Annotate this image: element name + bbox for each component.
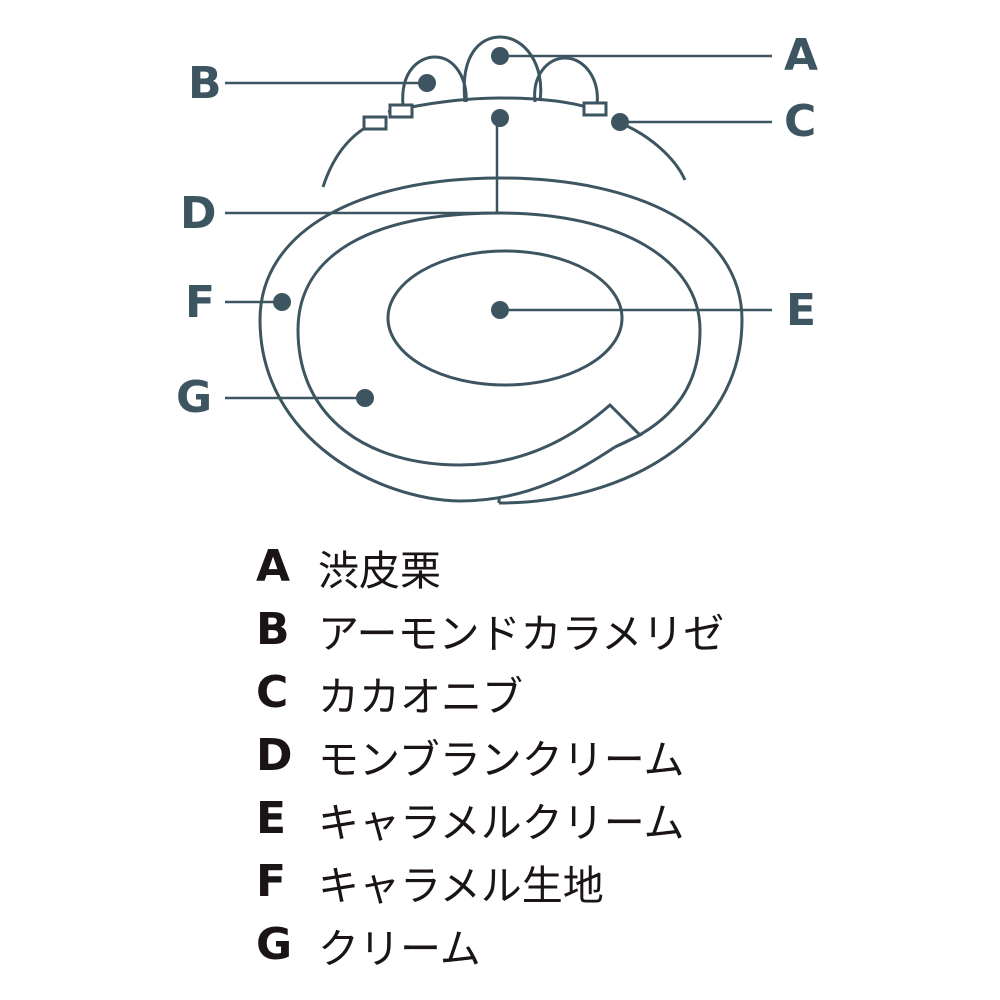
almond-bump-right <box>533 56 599 105</box>
legend-item: B アーモンドカラメリゼ <box>256 598 724 661</box>
legend-label: カカオニブ <box>318 672 523 721</box>
legend-label: モンブランクリーム <box>318 735 685 784</box>
sponge-inner <box>296 211 702 467</box>
legend-item: G クリーム <box>256 913 724 976</box>
chestnut-bump <box>462 35 543 103</box>
caramel-cream-core <box>386 249 624 387</box>
legend-label: アーモンドカラメリゼ <box>318 609 725 658</box>
cacao-nib-piece <box>582 101 608 117</box>
legend-label: 渋皮栗 <box>318 546 441 595</box>
legend-item: E キャラメルクリーム <box>256 787 724 850</box>
legend-item: A 渋皮栗 <box>256 535 724 598</box>
leader-lines <box>225 54 772 400</box>
cacao-nib-piece <box>388 103 414 119</box>
dot-e <box>491 301 509 319</box>
legend-label: キャラメル生地 <box>318 861 604 910</box>
legend-key: A <box>256 541 291 592</box>
dot-b <box>418 74 436 92</box>
legend: A 渋皮栗 B アーモンドカラメリゼ C カカオニブ D モンブランクリーム E キャラメ… <box>256 535 724 976</box>
legend-key: C <box>256 667 289 718</box>
callout-g: G <box>176 372 213 423</box>
legend-item: C カカオニブ <box>256 661 724 724</box>
legend-key: D <box>256 730 293 781</box>
legend-key: B <box>256 604 290 655</box>
legend-label: キャラメルクリーム <box>318 798 685 847</box>
legend-item: F キャラメル生地 <box>256 850 724 913</box>
callout-b: B <box>188 58 222 109</box>
callout-c: C <box>784 96 817 147</box>
dot-d <box>491 109 509 127</box>
callout-e: E <box>786 285 817 336</box>
callout-d: D <box>180 188 217 239</box>
cacao-nib-piece <box>362 115 388 131</box>
dot-g <box>356 389 374 407</box>
callout-a: A <box>784 30 819 81</box>
legend-key: G <box>256 919 293 970</box>
sponge-outer <box>258 176 744 505</box>
legend-key: F <box>256 856 287 907</box>
legend-label: クリーム <box>318 924 481 973</box>
callout-f: F <box>185 277 216 328</box>
legend-item: D モンブランクリーム <box>256 724 724 787</box>
dot-f <box>273 293 291 311</box>
dot-c <box>611 113 629 131</box>
dot-a <box>491 47 509 65</box>
legend-key: E <box>256 793 287 844</box>
